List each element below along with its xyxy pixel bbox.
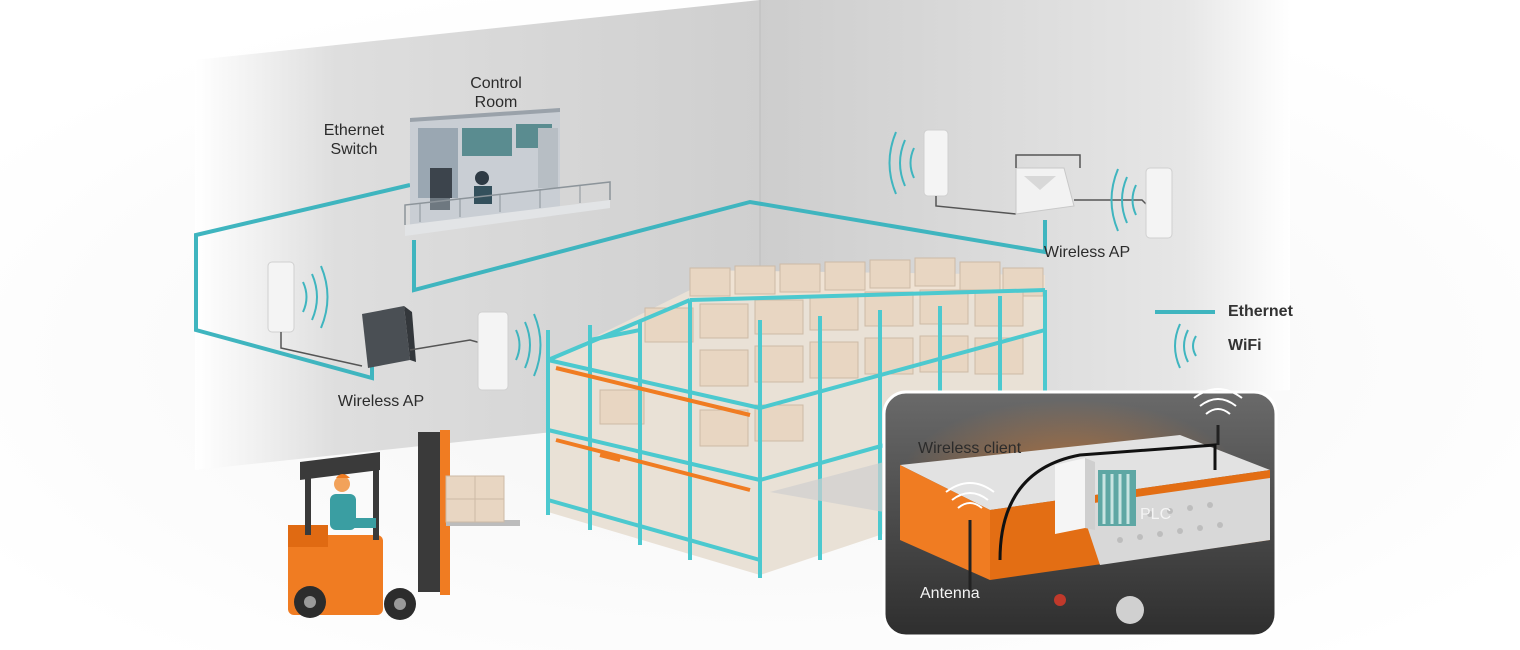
legend-wifi-label: WiFi bbox=[1228, 337, 1262, 354]
plc-label: PLC bbox=[1140, 506, 1172, 523]
legend-wifi-waves-icon bbox=[1174, 323, 1197, 369]
wireless-ap-left-label: Wireless AP bbox=[337, 393, 425, 410]
legend-item-ethernet: Ethernet bbox=[1214, 300, 1293, 324]
legend-ethernet-label: Ethernet bbox=[1228, 303, 1293, 320]
antenna-label: Antenna bbox=[920, 585, 980, 602]
control-room-label: Control Room bbox=[470, 75, 522, 111]
wireless-ap-right-label: Wireless AP bbox=[1043, 244, 1131, 261]
ethernet-switch-label: Ethernet Switch bbox=[323, 122, 385, 158]
left-wireless-ap bbox=[267, 261, 542, 391]
callout-agv bbox=[770, 388, 1278, 638]
forklift bbox=[288, 430, 520, 620]
right-wireless-ap bbox=[888, 129, 1173, 239]
legend: Ethernet WiFi bbox=[1152, 296, 1332, 366]
legend-item-wifi: WiFi bbox=[1214, 334, 1262, 358]
wireless-client-label: Wireless client bbox=[918, 440, 1022, 457]
control-room bbox=[404, 108, 611, 236]
